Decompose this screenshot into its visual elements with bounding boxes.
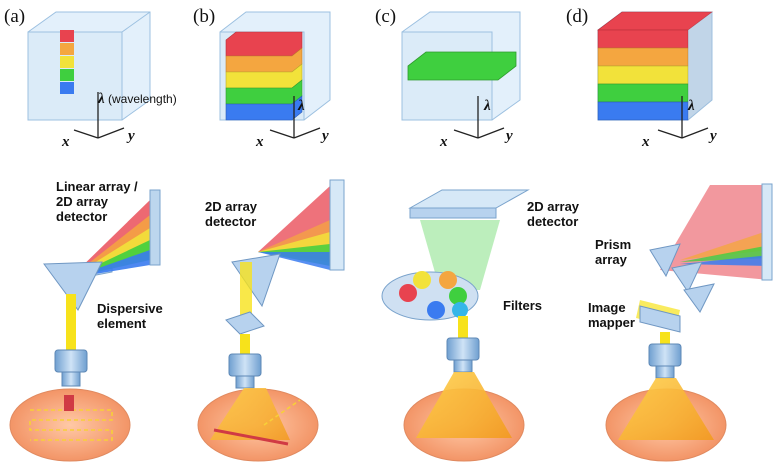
lambda-label-a: λ (97, 91, 105, 107)
filter-red (399, 284, 417, 302)
sample-a (9, 388, 131, 462)
dispersive-prism-b (231, 253, 281, 308)
callout-d-mapper-1: Image (588, 300, 626, 315)
2d-array-detector-b (329, 179, 345, 271)
green-spectral-slice (407, 51, 517, 81)
panel-c: λ x y 2D array detector Filters (381, 11, 580, 462)
axes-d: λ x y (641, 96, 717, 150)
y-label-c: y (504, 128, 513, 144)
filter-orange (439, 271, 457, 289)
callout-b-detector-2: detector (205, 214, 256, 229)
callout-d-prism-2: array (595, 252, 628, 267)
x-label-b: x (255, 134, 264, 150)
axes-c: λ x y (439, 96, 513, 150)
line-focus (213, 428, 289, 446)
2d-array-detector-d (761, 183, 773, 281)
voxel-red (60, 30, 74, 42)
voxel-yellow (60, 56, 74, 68)
callout-a-element-2: element (97, 316, 147, 331)
panel-a: λ (wavelength) x y Linear array / 2D arr… (9, 11, 177, 462)
x-label-c: x (439, 134, 448, 150)
prism-array-1 (649, 243, 681, 278)
callout-c-detector-1: 2D array (527, 199, 580, 214)
datacube-b (219, 11, 331, 121)
panel-b: λ x y 2D array detector (197, 11, 345, 462)
beam-a (66, 294, 76, 350)
wavelength-label: (wavelength) (108, 92, 177, 106)
dispersed-beam-d (660, 185, 770, 280)
y-label-a: y (126, 128, 135, 144)
dispersive-prism-a (43, 261, 103, 311)
callout-d-mapper-2: mapper (588, 315, 635, 330)
lambda-label-d: λ (687, 98, 695, 114)
axes-a: λ (wavelength) x y (61, 91, 177, 150)
y-label-d: y (708, 128, 717, 144)
callout-a-detector-3: detector (56, 209, 107, 224)
panel-d: λ x y Prism array Image mapper (588, 11, 773, 462)
prism-array-3 (683, 283, 715, 313)
datacube-d (597, 11, 713, 121)
objective-d (648, 343, 682, 367)
panel-label-a: (a) (4, 6, 25, 27)
datacube-c (401, 11, 521, 121)
x-label-d: x (641, 134, 650, 150)
callout-b-detector-1: 2D array (205, 199, 258, 214)
lambda-label-c: λ (483, 98, 491, 114)
prism-array-2 (671, 261, 703, 294)
panel-label-c: (c) (375, 6, 396, 27)
callout-c-detector-2: detector (527, 214, 578, 229)
callout-a-element-1: Dispersive (97, 301, 163, 316)
callout-a-detector-2: 2D array (56, 194, 109, 209)
x-label-a: x (61, 134, 70, 150)
callout-d-prism-1: Prism (595, 237, 631, 252)
filter-blue (427, 301, 445, 319)
objective-a (54, 349, 88, 373)
callout-c-filters: Filters (503, 298, 542, 313)
filter-green (449, 287, 467, 305)
voxel-blue (60, 82, 74, 94)
linear-array-detector (149, 189, 161, 266)
objective-c (446, 337, 480, 361)
image-mapper (639, 305, 681, 333)
callout-a-detector-1: Linear array / (56, 179, 138, 194)
scan-direction (263, 399, 301, 426)
axes-b: λ x y (255, 96, 329, 150)
slit-b (225, 311, 265, 335)
point-focus (64, 395, 74, 411)
raster-scan-path (29, 409, 113, 441)
objective-b (228, 353, 262, 377)
filter-yellow (413, 271, 431, 289)
voxel-orange (60, 43, 74, 55)
panel-label-d: (d) (566, 6, 588, 27)
y-label-b: y (320, 128, 329, 144)
lambda-label-b: λ (297, 98, 305, 114)
panel-label-b: (b) (193, 6, 215, 27)
voxel-green (60, 69, 74, 81)
2d-array-detector-c (408, 189, 530, 209)
